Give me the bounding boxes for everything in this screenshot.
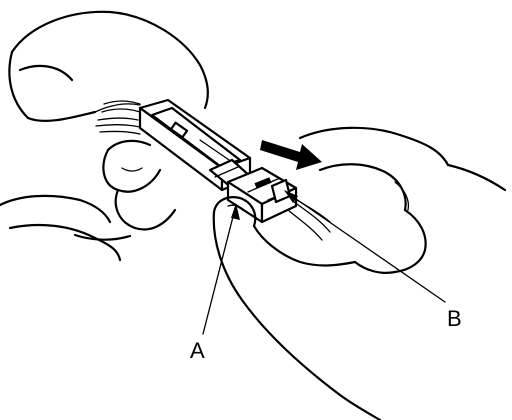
pull-direction-arrow [260, 140, 322, 170]
left-wire-bundle [95, 100, 141, 135]
callout-label-b: B [447, 306, 462, 331]
left-hand [0, 10, 209, 262]
connector-half-left [138, 98, 254, 192]
callout-label-a: A [190, 338, 205, 363]
callout-b: B [284, 190, 462, 331]
right-thumb [212, 196, 382, 420]
callout-a: A [190, 203, 240, 363]
right-hand [298, 126, 507, 274]
